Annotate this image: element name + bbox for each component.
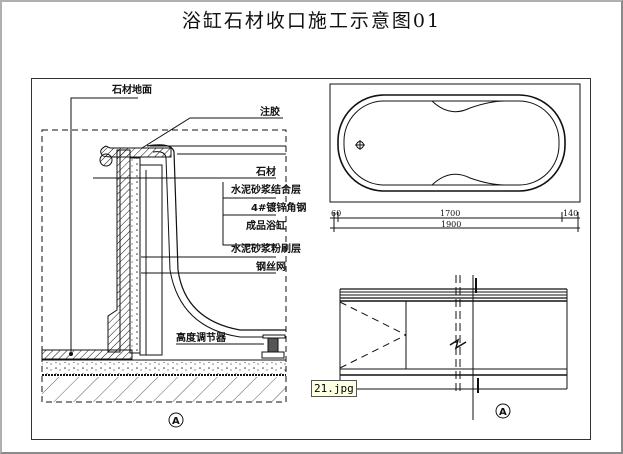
concrete-slab xyxy=(42,377,286,402)
dim-total: 1900 xyxy=(441,220,461,229)
dim-middle: 1700 xyxy=(440,209,460,218)
elevation-view xyxy=(339,275,568,420)
leader-stone-floor xyxy=(70,97,138,352)
section-marker-left xyxy=(168,412,184,428)
section-marker-right xyxy=(495,403,511,419)
label-wire-mesh: 钢丝网 xyxy=(256,260,286,273)
drawing-title: 浴缸石材收口施工示意图01 xyxy=(181,10,442,32)
angle-steel-frame xyxy=(139,164,163,356)
dim-right: 140 xyxy=(563,209,578,218)
adjuster-screw xyxy=(267,337,279,353)
dim-left: 60 xyxy=(331,209,341,218)
bathtub-outer-curve xyxy=(146,144,286,331)
stone-cladding xyxy=(119,149,131,351)
filename-tooltip: 21.jpg xyxy=(311,380,357,397)
label-mortar-plaster: 水泥砂浆粉刷层 xyxy=(230,242,301,255)
label-height-adjuster: 高度调节器 xyxy=(176,331,227,344)
break-symbol xyxy=(449,338,467,350)
wall-hatched xyxy=(107,149,121,353)
screed-layer xyxy=(42,362,286,374)
label-glue: 注胶 xyxy=(260,105,280,118)
label-angle-steel: 4#镀锌角钢 xyxy=(251,201,306,214)
adjuster-base xyxy=(261,351,285,359)
stone-floor-slab xyxy=(41,349,133,360)
leader-glue xyxy=(141,117,283,149)
label-mortar-bond: 水泥砂浆结合层 xyxy=(230,183,301,196)
tub-inner-rim xyxy=(343,100,560,186)
section-dashed-boundary xyxy=(41,129,287,403)
section-marker-left-label: A xyxy=(172,416,180,427)
label-stone: 石材 xyxy=(255,165,276,178)
label-bathtub: 成品浴缸 xyxy=(246,219,286,232)
tub-outer-rim xyxy=(337,94,566,192)
label-stone-floor: 石材地面 xyxy=(111,83,152,96)
bullnose-edge xyxy=(99,153,113,167)
mortar-layer xyxy=(129,157,141,354)
plan-view xyxy=(329,83,581,232)
drawing-border xyxy=(31,78,591,440)
section-detail xyxy=(41,97,287,428)
bathtub-inner-curve xyxy=(152,151,286,338)
section-marker-right-label: A xyxy=(499,407,507,418)
plan-outline xyxy=(329,83,581,203)
